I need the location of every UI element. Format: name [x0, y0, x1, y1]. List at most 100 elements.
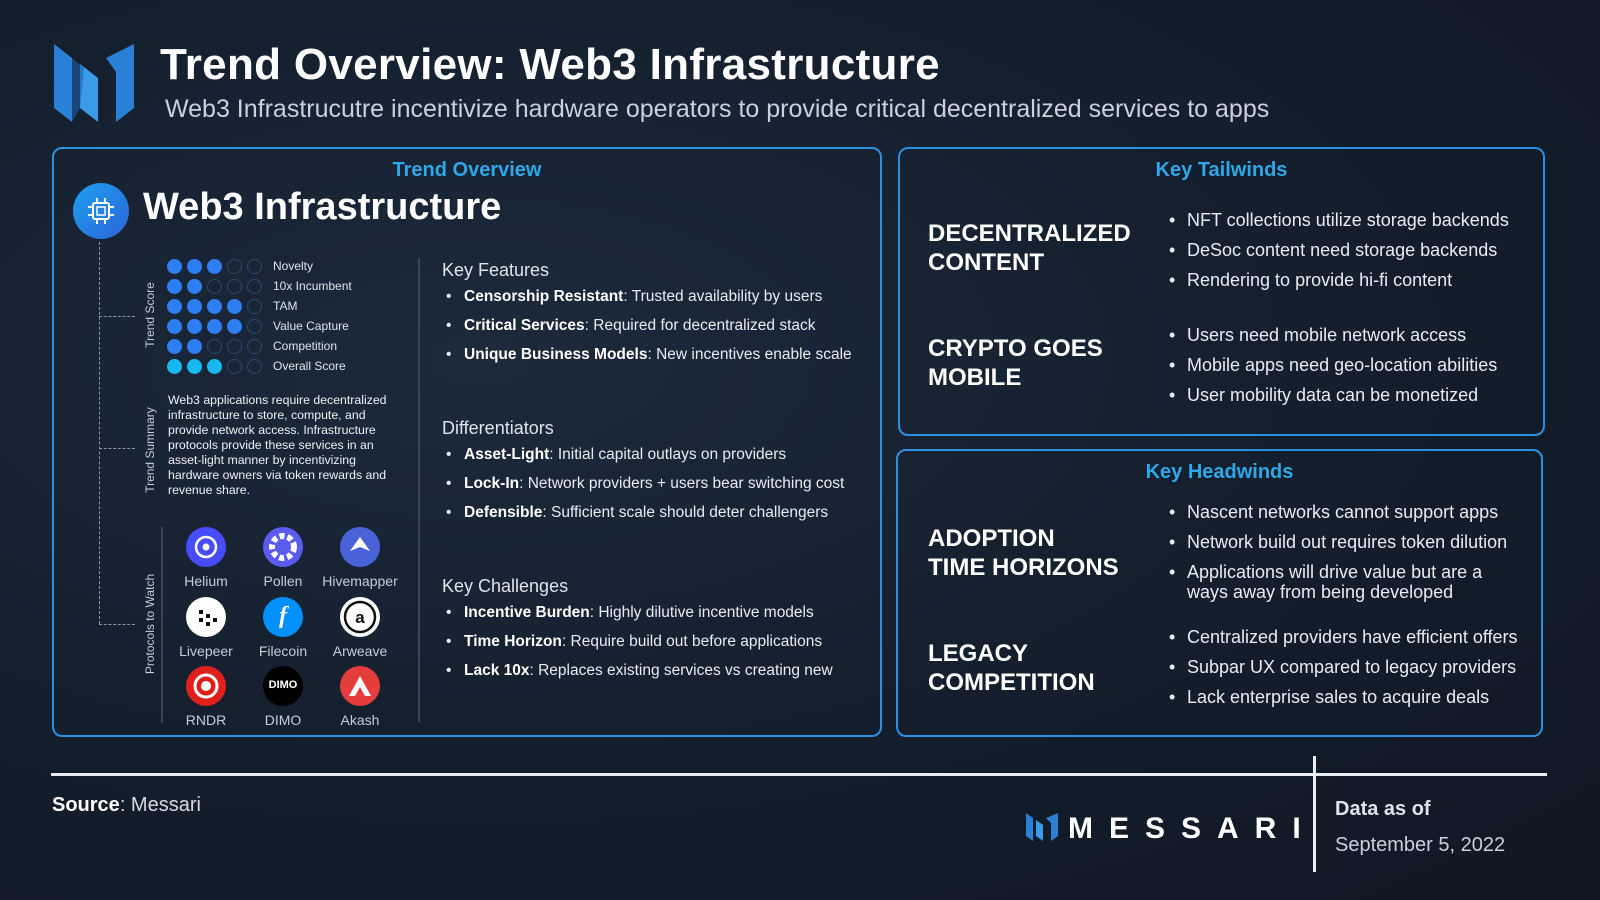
score-dot-filled	[207, 318, 222, 334]
score-dot-empty	[247, 298, 262, 314]
protocol-pollen: Pollen	[243, 527, 323, 589]
bullet-text: : Initial capital outlays on providers	[549, 446, 787, 463]
dimo-icon: DIMO	[263, 666, 303, 706]
category-line: DECENTRALIZED	[928, 220, 1131, 247]
score-label: 10x Incumbent	[273, 279, 352, 293]
trend-overview-panel: Trend Overview	[52, 147, 882, 737]
hivemapper-icon	[340, 527, 380, 567]
bullet-term: Incentive Burden	[464, 604, 590, 621]
bullet-term: Lock-In	[464, 475, 520, 492]
category-line: MOBILE	[928, 364, 1022, 391]
score-dot-filled	[227, 318, 242, 334]
key-tailwinds-panel: Key Tailwinds	[898, 147, 1545, 436]
score-dot-empty	[227, 258, 242, 274]
score-label: Competition	[273, 339, 338, 353]
score-dot-filled	[207, 358, 222, 374]
protocol-livepeer: Livepeer	[166, 597, 246, 659]
score-dot-filled	[187, 358, 202, 374]
protocol-name: Helium	[184, 573, 228, 589]
arweave-icon: a	[340, 597, 380, 637]
score-dot-filled	[187, 278, 202, 294]
protocol-name: DIMO	[264, 712, 302, 728]
bullet-text: : Sufficient scale should deter challeng…	[542, 504, 829, 521]
wind-bullet: ways away from being developed	[1187, 582, 1454, 602]
tree-branch-score	[99, 316, 135, 317]
score-dot-empty	[247, 338, 262, 354]
trend-heading: Web3 Infrastructure	[143, 186, 502, 228]
score-row: Novelty	[167, 256, 313, 276]
livepeer-icon	[186, 597, 226, 637]
wind-bullet: Mobile apps need geo-location abilities	[1169, 355, 1497, 375]
score-label: Novelty	[273, 259, 314, 273]
protocol-helium: Helium	[166, 527, 246, 589]
bullet-text: : Required for decentralized stack	[584, 317, 816, 334]
column-divider	[418, 258, 420, 722]
bullet-term: Time Horizon	[464, 633, 562, 650]
wind-bullet: Centralized providers have efficient off…	[1169, 627, 1517, 647]
source-label: Source	[52, 794, 120, 816]
score-dot-empty	[247, 258, 262, 274]
trend-summary-label: Trend Summary	[143, 407, 157, 493]
bullet-item: Censorship Resistant: Trusted availabili…	[446, 288, 822, 306]
chip-icon	[73, 183, 129, 239]
filecoin-icon: f	[263, 597, 303, 637]
score-row: Overall Score	[167, 356, 346, 376]
rndr-icon	[186, 666, 226, 706]
trend-summary-text: Web3 applications require decentralized …	[168, 393, 387, 497]
score-dot-empty	[247, 278, 262, 294]
wind-bullet: Nascent networks cannot support apps	[1169, 502, 1498, 522]
score-dot-empty	[227, 278, 242, 294]
bullet-text: : Require build out before applications	[561, 633, 823, 650]
tree-connector	[99, 242, 100, 624]
section-title: Key Challenges	[442, 576, 569, 596]
akash-icon	[340, 666, 380, 706]
protocol-name: RNDR	[185, 712, 227, 728]
wind-bullet: NFT collections utilize storage backends	[1169, 210, 1509, 230]
svg-text:a: a	[355, 608, 365, 627]
wind-bullet: User mobility data can be monetized	[1169, 385, 1478, 405]
wind-bullet: Network build out requires token dilutio…	[1169, 532, 1507, 552]
protocol-name: Akash	[340, 712, 380, 728]
tree-branch-protocols	[99, 624, 135, 625]
data-as-of-label: Data as of	[1335, 798, 1431, 820]
messari-logo-icon	[54, 44, 134, 122]
score-row: 10x Incumbent	[167, 276, 352, 296]
protocols-label: Protocols to Watch	[143, 573, 157, 675]
trend-overview-title: Trend Overview	[392, 159, 542, 181]
source-value: : Messari	[119, 794, 201, 816]
wind-bullet: DeSoc content need storage backends	[1169, 240, 1497, 260]
bullet-text: : Network providers + users bear switchi…	[519, 475, 845, 492]
protocol-hivemapper: Hivemapper	[320, 527, 400, 589]
helium-icon	[186, 527, 226, 567]
score-dot-empty	[247, 358, 262, 374]
protocol-name: Arweave	[332, 643, 388, 659]
bullet-text: : Replaces existing services vs creating…	[529, 662, 833, 679]
score-dot-filled	[187, 338, 202, 354]
footer-divider	[51, 773, 1547, 776]
page-title: Trend Overview: Web3 Infrastructure	[160, 40, 940, 89]
score-label: TAM	[273, 299, 298, 313]
wind-bullet: Applications will drive value but are a	[1169, 562, 1482, 582]
score-label: Value Capture	[273, 319, 349, 333]
bullet-item: Time Horizon: Require build out before a…	[446, 633, 823, 651]
score-dot-empty	[207, 338, 222, 354]
bullet-term: Defensible	[464, 504, 543, 521]
score-dot-empty	[207, 278, 222, 294]
category-line: LEGACY	[928, 640, 1029, 667]
bullet-term: Critical Services	[464, 317, 585, 334]
wind-bullet: Subpar UX compared to legacy providers	[1169, 657, 1516, 677]
score-dot-filled	[207, 298, 222, 314]
page-subtitle: Web3 Infrastrucutre incentivize hardware…	[165, 95, 1270, 123]
section-title: Key Features	[442, 260, 550, 280]
bullet-item: Defensible: Sufficient scale should dete…	[446, 504, 829, 522]
bullet-item: Critical Services: Required for decentra…	[446, 317, 816, 335]
protocol-dimo: DIMO DIMO	[243, 666, 323, 728]
dimo-logo-text: DIMO	[268, 679, 298, 691]
score-dot-filled	[227, 298, 242, 314]
bullet-text: : Highly dilutive incentive models	[589, 604, 814, 621]
score-dot-filled	[167, 278, 182, 294]
